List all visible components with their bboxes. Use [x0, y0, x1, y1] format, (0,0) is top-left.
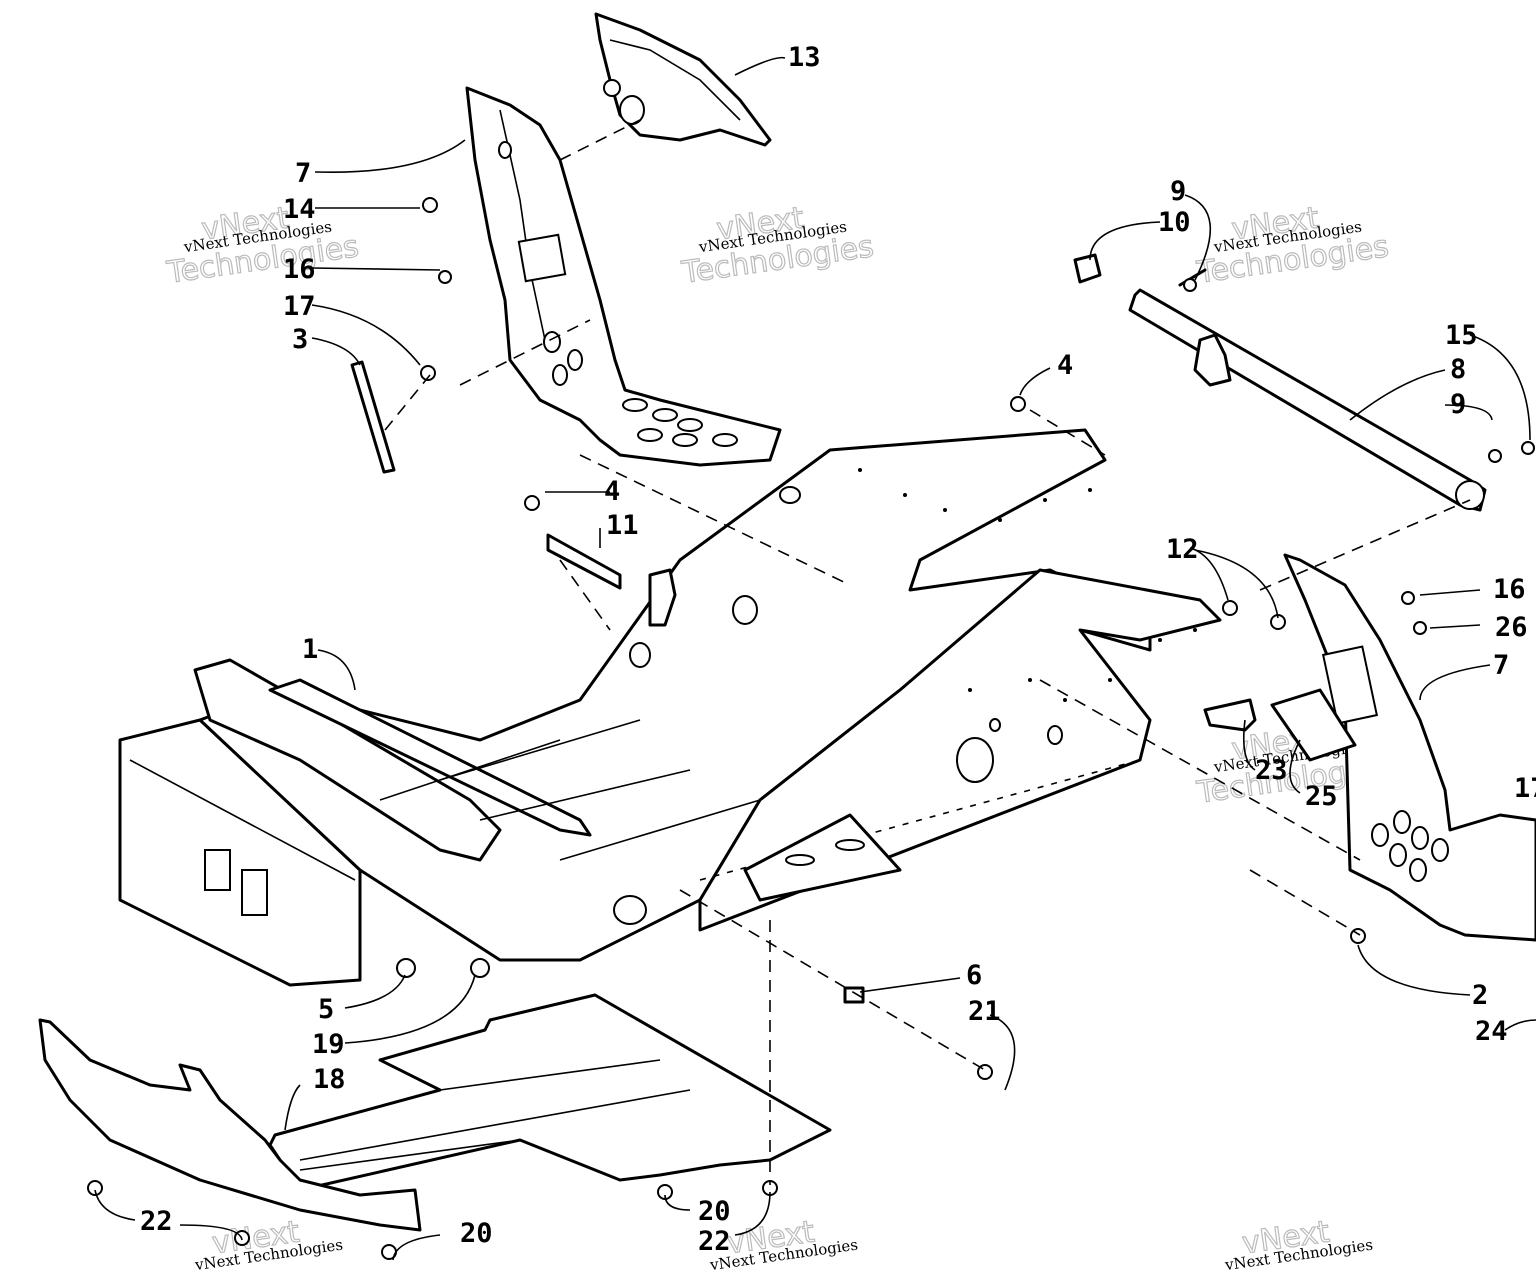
watermark-top-right: vNext vNext Technologies Technologies [1194, 200, 1392, 291]
callout-25: 25 [1305, 781, 1338, 812]
callout-16-right: 16 [1493, 574, 1526, 605]
callout-22-left: 22 [140, 1206, 173, 1237]
part-console-cover [594, 12, 772, 147]
callout-5: 5 [318, 994, 334, 1025]
callout-1: 1 [302, 634, 318, 665]
callout-18: 18 [313, 1064, 346, 1095]
callout-7-right: 7 [1493, 650, 1509, 681]
callout-6: 6 [966, 960, 982, 991]
part-steering-post [1073, 253, 1487, 512]
callout-4-mid: 4 [604, 476, 620, 507]
callout-16-left: 16 [283, 254, 316, 285]
callout-24: 24 [1475, 1016, 1508, 1047]
callout-3: 3 [292, 324, 308, 355]
watermark-top-center: vNext vNext Technologies Technologies [679, 200, 877, 291]
callout-26: 26 [1495, 612, 1528, 643]
callout-21: 21 [968, 996, 1001, 1027]
callout-13: 13 [788, 42, 821, 73]
callout-4-top: 4 [1057, 350, 1073, 381]
callout-12: 12 [1166, 534, 1199, 565]
callout-7-left: 7 [295, 158, 311, 189]
watermark-top-left: vNext vNext Technologies Technologies [164, 200, 362, 291]
part-rod [350, 360, 396, 474]
callout-9-top: 9 [1170, 176, 1186, 207]
part-steering-support-left [465, 86, 782, 467]
callout-22-right: 22 [698, 1226, 731, 1257]
callout-8: 8 [1450, 354, 1466, 385]
callout-2: 2 [1472, 980, 1488, 1011]
callout-11: 11 [606, 510, 639, 541]
frame-holes [858, 468, 1197, 702]
callout-17-right: 17 [1514, 773, 1536, 804]
part-skid-plate [38, 1018, 422, 1232]
part-steering-support-right [1283, 553, 1536, 942]
watermark-bottom-left: vNext vNext Technologies [193, 1214, 344, 1274]
callout-15: 15 [1445, 320, 1478, 351]
callout-labels: 13 7 14 16 17 3 4 4 11 1 9 10 15 8 9 12 … [140, 42, 1536, 1257]
callout-10: 10 [1158, 207, 1191, 238]
part-bracket [1203, 698, 1257, 732]
leader-lines [94, 56, 1536, 1261]
callout-9-right: 9 [1450, 389, 1466, 420]
part-grille [1270, 688, 1357, 762]
part-main-frame [118, 428, 1222, 987]
callout-14: 14 [283, 194, 316, 225]
callout-20-left: 20 [460, 1218, 493, 1249]
watermark-bottom-right: vNext vNext Technologies [1223, 1214, 1374, 1274]
callout-19: 19 [312, 1029, 345, 1060]
callout-20-right: 20 [698, 1196, 731, 1227]
callout-23: 23 [1255, 755, 1288, 786]
callout-17-left: 17 [283, 291, 316, 322]
part-belly-pan [268, 993, 832, 1192]
